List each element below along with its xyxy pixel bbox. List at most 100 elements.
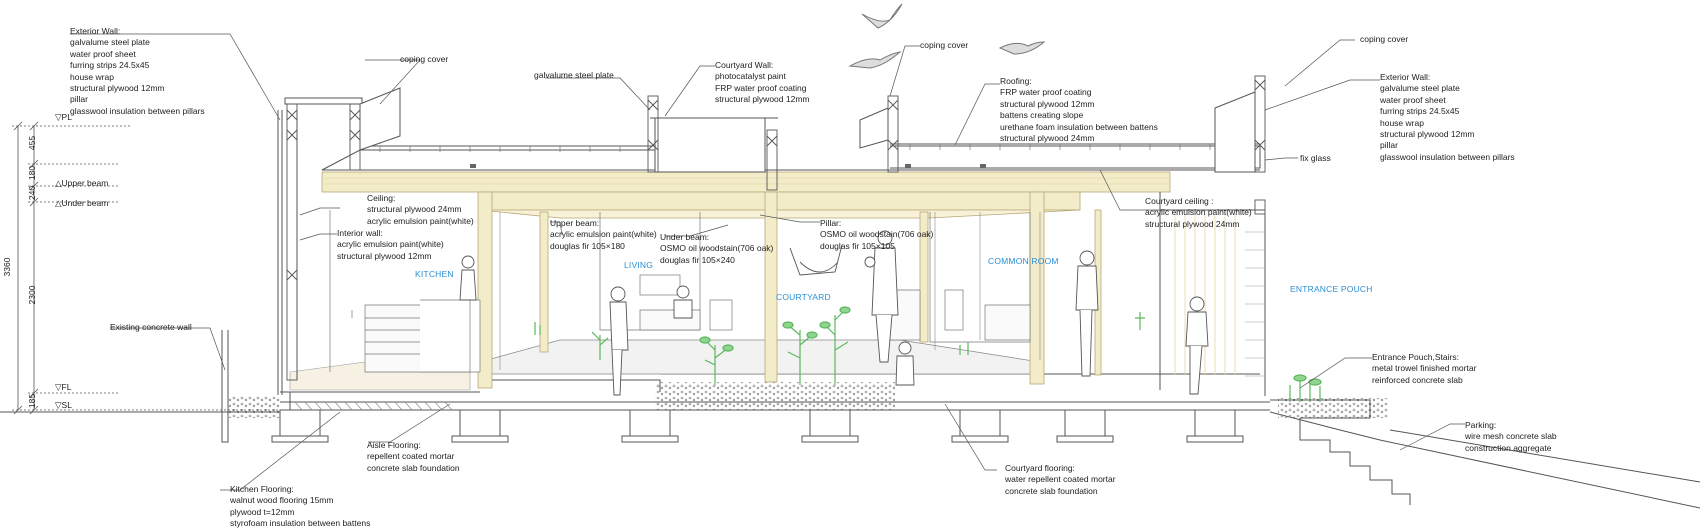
- siding-lines: [1245, 231, 1265, 377]
- room-label-courtyard: COURTYARD: [776, 292, 831, 302]
- note-line: structural plywood 12mm: [337, 250, 432, 261]
- dimension-240: 240: [27, 185, 37, 201]
- note-line: glasswool insulation between pillars: [1380, 151, 1515, 162]
- courtyard-floor: [479, 339, 1041, 375]
- note-upper-beam: Upper beam: acrylic emulsion paint(white…: [550, 218, 657, 252]
- note-line: plywood t=12mm: [230, 506, 295, 517]
- parapet-left-top: [284, 97, 363, 105]
- dimension-180: 180: [27, 165, 37, 181]
- note-coping-cover-left-title: coping cover: [400, 54, 449, 64]
- note-line: house wrap: [70, 71, 114, 82]
- gravel-left: [228, 396, 280, 418]
- note-courtyard-ceiling-title: Courtyard ceiling :: [1145, 196, 1214, 206]
- note-existing-concrete-wall-title: Existing concrete wall: [110, 322, 192, 332]
- note-line: glasswool insulation between pillars: [70, 105, 205, 116]
- room-label-living: LIVING: [624, 260, 654, 270]
- note-line: water repellent coated mortar: [1005, 474, 1116, 485]
- note-pillar-title: Pillar:: [820, 218, 842, 228]
- roof-fascia: [470, 164, 986, 168]
- gravel-right: [1278, 398, 1388, 418]
- courtyard-wall: [650, 117, 778, 173]
- note-roofing: Roofing: FRP water proof coating structu…: [1000, 76, 1158, 144]
- dimension-185: 185: [27, 393, 37, 409]
- note-line: acrylic emulsion paint(white): [367, 215, 474, 226]
- note-courtyard-flooring: Courtyard flooring: water repellent coat…: [1005, 463, 1116, 497]
- note-line: styrofoam insulation between battens: [230, 518, 371, 529]
- gravel-court-1: [655, 382, 785, 410]
- note-aisle-flooring: Aisle Flooring: repellent coated mortar …: [367, 440, 460, 474]
- note-entrance-pouch-stairs-title: Entrance Pouch,Stairs:: [1372, 352, 1459, 362]
- note-exterior-wall-right-title: Exterior Wall:: [1380, 72, 1431, 82]
- note-fix-glass-title: fix glass: [1300, 153, 1331, 163]
- note-interior-wall-title: Interior wall:: [337, 228, 383, 238]
- note-line: OSMO oil woodstain(706 oak): [820, 229, 934, 240]
- note-line: furring strips 24.5x45: [1380, 106, 1460, 117]
- note-line: reinforced concrete slab: [1372, 374, 1463, 385]
- note-courtyard-ceiling: Courtyard ceiling : acrylic emulsion pai…: [1145, 196, 1252, 230]
- level-fl: ▽FL: [55, 382, 72, 392]
- note-coping-cover-left: coping cover: [400, 54, 448, 65]
- note-ceiling-title: Ceiling:: [367, 193, 396, 203]
- note-line: structural plywood 12mm: [1380, 129, 1475, 140]
- note-kitchen-flooring: Kitchen Flooring: walnut wood flooring 1…: [230, 484, 370, 530]
- note-ceiling: Ceiling: structural plywood 24mm acrylic…: [367, 193, 474, 227]
- note-line: douglas fir 105×240: [660, 254, 735, 265]
- dimension-2300: 2300: [27, 285, 37, 305]
- note-line: water proof sheet: [1380, 94, 1446, 105]
- note-line: galvalume steel plate: [70, 37, 150, 48]
- note-aisle-flooring-title: Aisle Flooring:: [367, 440, 421, 450]
- note-line: repellent coated mortar: [367, 451, 455, 462]
- room-label-common-room: COMMON ROOM: [988, 256, 1059, 266]
- note-line: water proof sheet: [70, 48, 136, 59]
- note-line: walnut wood flooring 15mm: [230, 495, 334, 506]
- note-line: galvalume steel plate: [1380, 83, 1460, 94]
- note-exterior-wall-left-title: Exterior Wall:: [70, 26, 121, 36]
- door-stripes: [1174, 214, 1236, 375]
- room-label-entrance-pouch: ENTRANCE POUCH: [1290, 284, 1373, 294]
- slab-hatching: [294, 401, 453, 411]
- level-upper-beam: △Upper beam: [55, 178, 109, 188]
- note-line: house wrap: [1380, 117, 1424, 128]
- dimension-total: 3360: [2, 257, 12, 277]
- level-sl: ▽SL: [55, 400, 72, 410]
- note-galvalume-steel-plate: galvalume steel plate: [534, 70, 614, 81]
- note-line: acrylic emulsion paint(white): [550, 229, 657, 240]
- timber-grain: [322, 177, 1170, 185]
- note-line: wire mesh concrete slab: [1465, 431, 1557, 442]
- kitchen-interior: [329, 210, 481, 373]
- note-line: pillar: [1380, 140, 1398, 151]
- angled-parapets: [359, 87, 1256, 173]
- note-pillar: Pillar: OSMO oil woodstain(706 oak) doug…: [820, 218, 933, 252]
- note-coping-cover-center-title: coping cover: [920, 40, 969, 50]
- note-courtyard-flooring-title: Courtyard flooring:: [1005, 463, 1075, 473]
- note-line: metal trowel finished mortar: [1372, 363, 1477, 374]
- roof-battens: [379, 144, 1241, 152]
- note-coping-cover-center: coping cover: [920, 40, 968, 51]
- level-under-beam: △Under beam: [55, 198, 109, 208]
- room-label-kitchen: KITCHEN: [415, 269, 454, 279]
- entrance-wall: [1159, 192, 1266, 396]
- note-line: structural plywood 24mm: [1000, 133, 1095, 144]
- figures: [459, 230, 1209, 396]
- plants: [534, 306, 1322, 402]
- note-line: acrylic emulsion paint(white): [1145, 207, 1252, 218]
- glass-lines: [499, 212, 1041, 370]
- dimension-lines: [12, 121, 280, 415]
- note-line: structural plywood 24mm: [367, 204, 462, 215]
- note-line: douglas fir 105×180: [550, 240, 625, 251]
- note-line: photocatalyst paint: [715, 71, 786, 82]
- note-coping-cover-right: coping cover: [1360, 34, 1408, 45]
- roof-structure: [321, 143, 1261, 171]
- note-line: battens creating slope: [1000, 110, 1084, 121]
- footings: [271, 409, 1244, 443]
- note-line: douglas fir 105×105: [820, 240, 895, 251]
- note-line: structural plywood 12mm: [715, 94, 810, 105]
- note-line: urethane foam insulation between battens: [1000, 121, 1158, 132]
- note-upper-beam-title: Upper beam:: [550, 218, 600, 228]
- note-line: OSMO oil woodstain(706 oak): [660, 243, 774, 254]
- note-under-beam: Under beam: OSMO oil woodstain(706 oak) …: [660, 232, 773, 266]
- note-galvalume-title: galvalume steel plate: [534, 70, 614, 80]
- gravel-court-2: [785, 382, 895, 410]
